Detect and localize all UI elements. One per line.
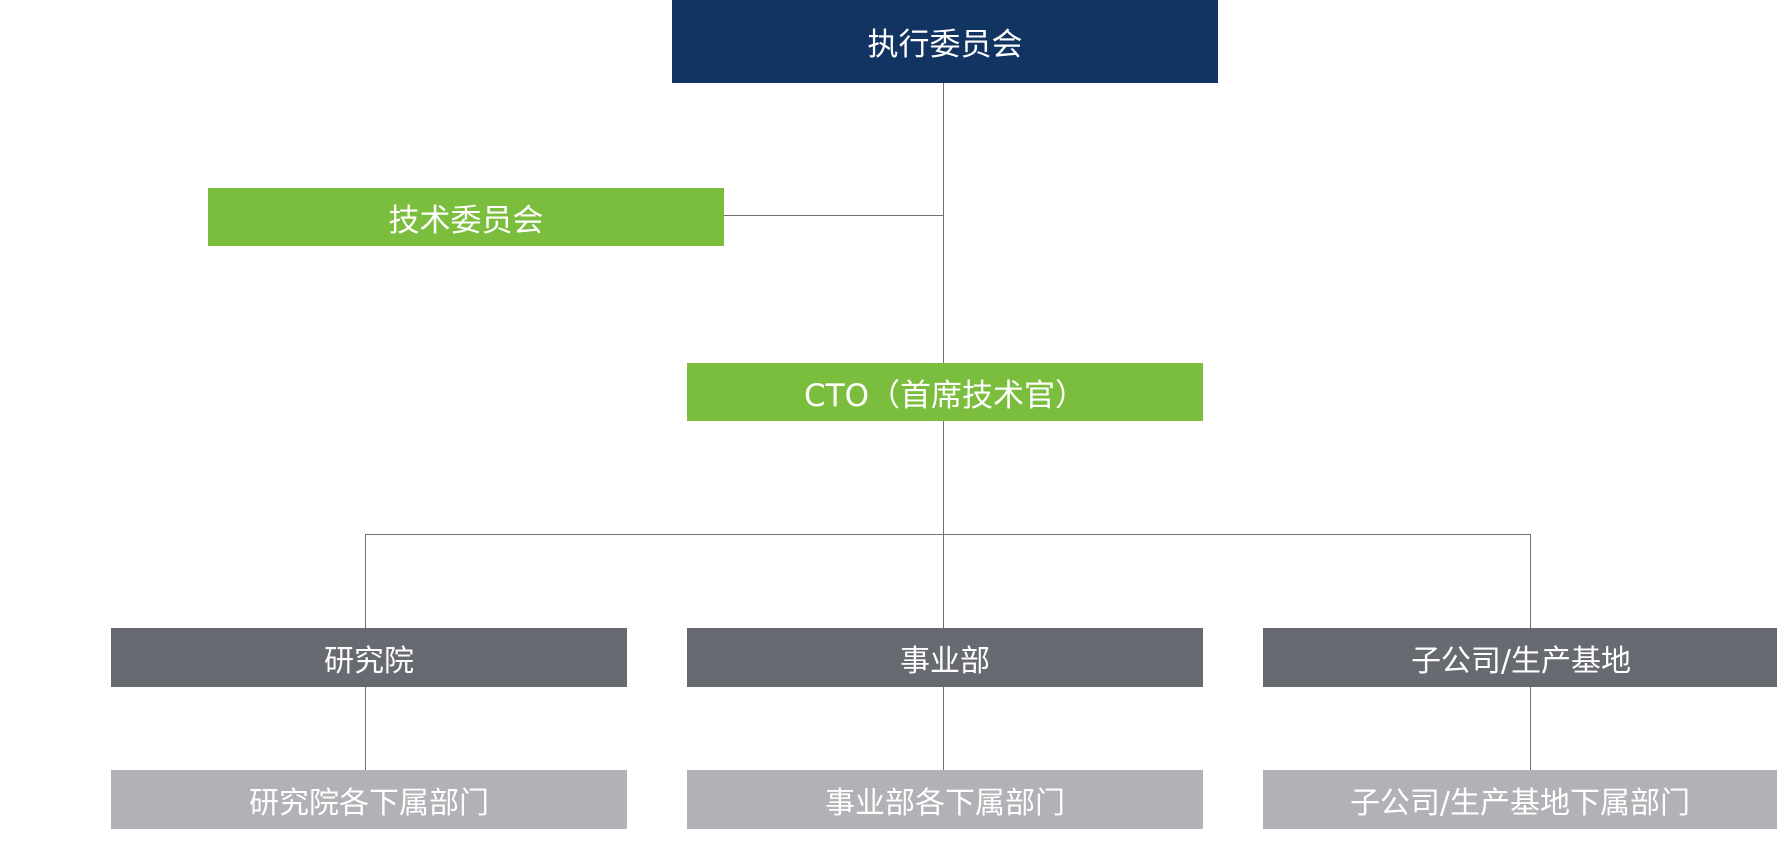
subsidiary-box: 子公司/生产基地 (1263, 628, 1777, 687)
connector-branch-bar (365, 534, 1531, 535)
connector-exec-to-cto (943, 83, 944, 363)
connector-cto-to-branch (943, 421, 944, 628)
connector-to-subsidiary (1530, 534, 1531, 628)
executive-committee-box: 执行委员会 (672, 0, 1218, 83)
technical-committee-label: 技术委员会 (388, 202, 544, 239)
research-institute-box: 研究院 (111, 628, 627, 687)
connector-research-to-sub (365, 687, 366, 770)
cto-box: CTO（首席技术官） (687, 363, 1203, 421)
business-division-box: 事业部 (687, 628, 1203, 687)
connector-subsidiary-to-sub (1530, 687, 1531, 770)
business-division-departments-label: 事业部各下属部门 (825, 785, 1065, 821)
connector-division-to-sub (943, 687, 944, 770)
technical-committee-box: 技术委员会 (208, 188, 724, 246)
research-institute-label: 研究院 (324, 643, 414, 679)
business-division-label: 事业部 (900, 643, 990, 679)
connector-to-research (365, 534, 366, 628)
subsidiary-departments-label: 子公司/生产基地下属部门 (1349, 785, 1691, 821)
business-division-departments-box: 事业部各下属部门 (687, 770, 1203, 829)
connector-tech-committee (723, 215, 944, 216)
executive-committee-label: 执行委员会 (867, 27, 1023, 63)
subsidiary-departments-box: 子公司/生产基地下属部门 (1263, 770, 1777, 829)
research-institute-departments-box: 研究院各下属部门 (111, 770, 627, 829)
subsidiary-label: 子公司/生产基地 (1410, 643, 1632, 679)
research-institute-departments-label: 研究院各下属部门 (249, 785, 489, 821)
cto-label: CTO（首席技术官） (804, 377, 1086, 414)
